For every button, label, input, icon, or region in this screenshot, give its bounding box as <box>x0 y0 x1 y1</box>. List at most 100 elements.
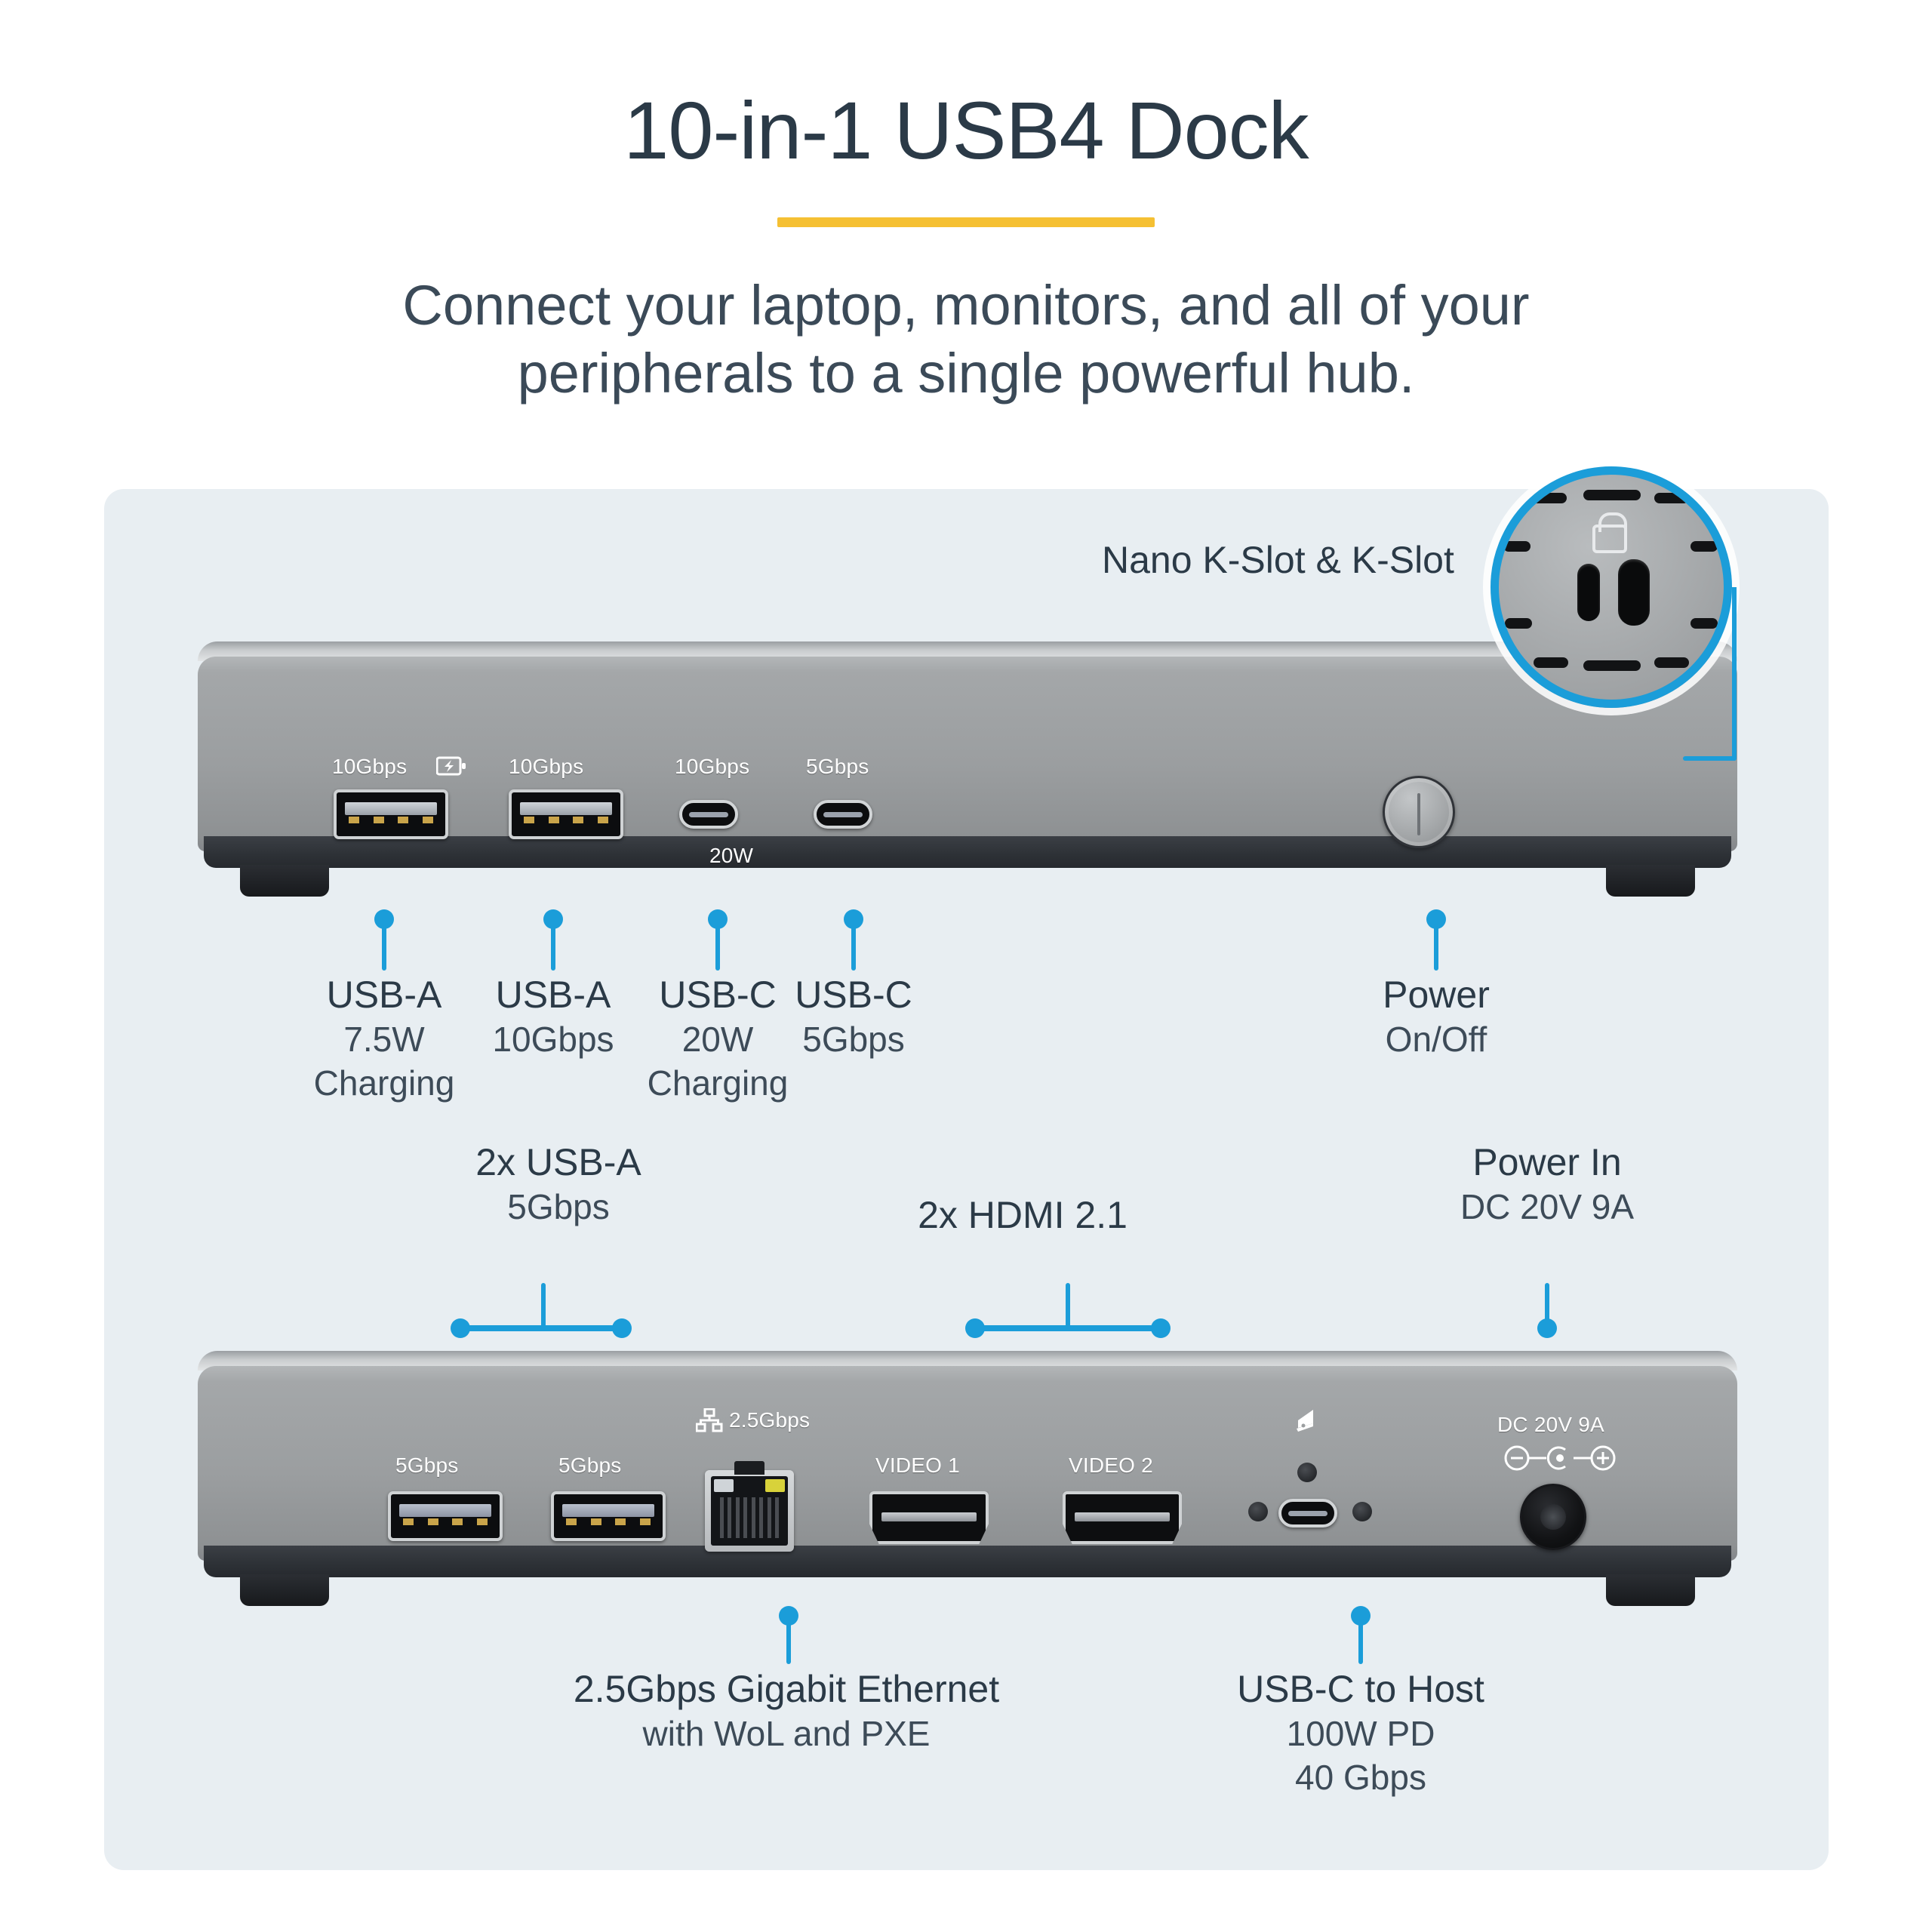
chassis-screw-top <box>1297 1463 1317 1482</box>
rear-usb-a-port-2[interactable] <box>551 1491 666 1541</box>
hdmi-port-2[interactable] <box>1063 1491 1182 1544</box>
hdmi-contact-bar <box>1075 1512 1170 1521</box>
callout-usb-c-20w: USB-C 20W Charging <box>605 972 831 1105</box>
callout-title: USB-A <box>326 974 442 1016</box>
battery-charging-icon <box>436 756 466 776</box>
callout-title: USB-A <box>495 974 611 1016</box>
rj45-tab <box>734 1461 764 1475</box>
vent-slot <box>1505 618 1532 629</box>
dock-front-face <box>198 657 1737 851</box>
front-usb-a-port-1[interactable] <box>334 789 448 839</box>
vent-slot <box>1690 541 1718 552</box>
callout-title: USB-C <box>659 974 777 1016</box>
front-usb-c-port-2[interactable] <box>814 800 872 829</box>
rear-usb-a1-label: 5Gbps <box>395 1454 459 1477</box>
usb-a-pins <box>349 817 433 824</box>
vent-slot <box>1654 493 1689 503</box>
callout-dot-2x-hdmi-left <box>965 1318 985 1338</box>
callout-sub2: Charging <box>313 1063 455 1103</box>
callout-usb-a-7w: USB-A 7.5W Charging <box>271 972 497 1105</box>
front-usb-a2-label: 10Gbps <box>509 755 584 778</box>
dock-foot-right <box>1606 1574 1695 1606</box>
usb-c-host-port[interactable] <box>1278 1499 1337 1527</box>
kslot-lead-line-horizontal-bottom <box>1683 756 1737 761</box>
ethernet-port[interactable] <box>705 1461 794 1552</box>
callout-bracket-2x-usb-a <box>460 1325 622 1331</box>
callout-bracket-2x-hdmi <box>975 1325 1161 1331</box>
dock-front-view: 10Gbps 10Gbps 10Gbps 20W 5Gbps <box>198 641 1737 898</box>
callout-stem-ethernet <box>786 1614 791 1664</box>
callout-title: Power <box>1383 974 1490 1016</box>
front-usb-a1-label: 10Gbps <box>332 755 408 778</box>
kslot-lead-line-horizontal-top <box>1732 587 1737 761</box>
usb-a-pins <box>566 1518 651 1526</box>
callout-dot-2x-usb-a-right <box>612 1318 632 1338</box>
callout-title: USB-C to Host <box>1237 1668 1484 1710</box>
callout-dot-2x-hdmi-right <box>1151 1318 1171 1338</box>
front-usb-a-port-2[interactable] <box>509 789 623 839</box>
callout-title: 2.5Gbps Gigabit Ethernet <box>573 1668 1000 1710</box>
callout-stem-power-in <box>1545 1283 1549 1327</box>
k-slot <box>1618 559 1650 626</box>
callout-stem-usb-c2 <box>851 918 856 971</box>
rear-hdmi2-label: VIDEO 2 <box>1069 1454 1153 1477</box>
callout-usb-a-10g: USB-A 10Gbps <box>440 972 666 1062</box>
rear-dc-label: DC 20V 9A <box>1497 1413 1604 1436</box>
callout-2x-hdmi: 2x HDMI 2.1 <box>857 1192 1189 1238</box>
front-usb-c-port-1[interactable] <box>679 800 738 829</box>
callout-title: 2x USB-A <box>475 1141 641 1183</box>
kslot-magnifier <box>1491 466 1732 708</box>
vent-slot <box>1534 657 1568 668</box>
dc-power-jack[interactable] <box>1520 1484 1586 1550</box>
rear-usb-a2-label: 5Gbps <box>558 1454 622 1477</box>
rj45-led-right <box>765 1479 785 1492</box>
vent-slot <box>1583 490 1641 500</box>
vent-slot <box>1583 660 1641 671</box>
callout-dot-power-in <box>1537 1318 1557 1338</box>
callout-power-in: Power In DC 20V 9A <box>1404 1140 1690 1229</box>
rear-usb-a-port-1[interactable] <box>388 1491 503 1541</box>
network-icon <box>696 1408 723 1432</box>
front-usb-c1-label: 10Gbps <box>675 755 750 778</box>
callout-sub1: 5Gbps <box>802 1020 905 1059</box>
callout-sub1: with WoL and PXE <box>642 1714 931 1753</box>
callout-sub1: 20W <box>681 1020 754 1059</box>
hdmi-port-1[interactable] <box>869 1491 989 1544</box>
lock-icon <box>1592 512 1627 553</box>
vent-slot <box>1690 618 1718 629</box>
dock-foot-right <box>1606 865 1695 897</box>
callout-2x-usb-a: 2x USB-A 5Gbps <box>423 1140 694 1229</box>
chassis-screw-left <box>1248 1502 1268 1521</box>
callout-ethernet: 2.5Gbps Gigabit Ethernet with WoL and PX… <box>568 1666 1005 1756</box>
callout-stem-2x-hdmi <box>1066 1283 1070 1328</box>
callout-sub1: 5Gbps <box>507 1187 610 1226</box>
vent-slot <box>1503 541 1531 552</box>
callout-stem-power <box>1434 918 1438 971</box>
callout-usb-c-host: USB-C to Host 100W PD 40 Gbps <box>1225 1666 1497 1799</box>
dock-rear-base <box>204 1546 1731 1577</box>
callout-sub1: DC 20V 9A <box>1460 1187 1635 1226</box>
front-usb-c1-sub-label: 20W <box>709 844 754 867</box>
chassis-screw-right <box>1352 1502 1372 1521</box>
callout-sub2: Charging <box>647 1063 789 1103</box>
callout-title: 2x HDMI 2.1 <box>918 1194 1128 1236</box>
callout-sub2: 40 Gbps <box>1295 1757 1426 1797</box>
callout-dot-2x-usb-a-left <box>451 1318 470 1338</box>
callout-sub1: On/Off <box>1385 1020 1487 1059</box>
rear-ethernet-label: 2.5Gbps <box>729 1408 811 1432</box>
kslot-label: Nano K-Slot & K-Slot <box>1102 539 1454 581</box>
callout-usb-c-5g: USB-C 5Gbps <box>740 972 967 1062</box>
callout-title: Power In <box>1472 1141 1622 1183</box>
callout-stem-2x-usb-a <box>541 1283 546 1328</box>
callout-stem-usb-a1 <box>382 918 386 971</box>
callout-stem-usb-c1 <box>715 918 720 971</box>
kslot-callout: Nano K-Slot & K-Slot <box>1102 537 1454 583</box>
dock-foot-left <box>240 865 329 897</box>
vent-slot <box>1532 493 1567 503</box>
power-button[interactable] <box>1383 776 1455 848</box>
dock-foot-left <box>240 1574 329 1606</box>
vent-slot <box>1654 657 1689 668</box>
callout-stem-usb-a2 <box>551 918 555 971</box>
callout-stem-usb-c-host <box>1358 1614 1363 1664</box>
